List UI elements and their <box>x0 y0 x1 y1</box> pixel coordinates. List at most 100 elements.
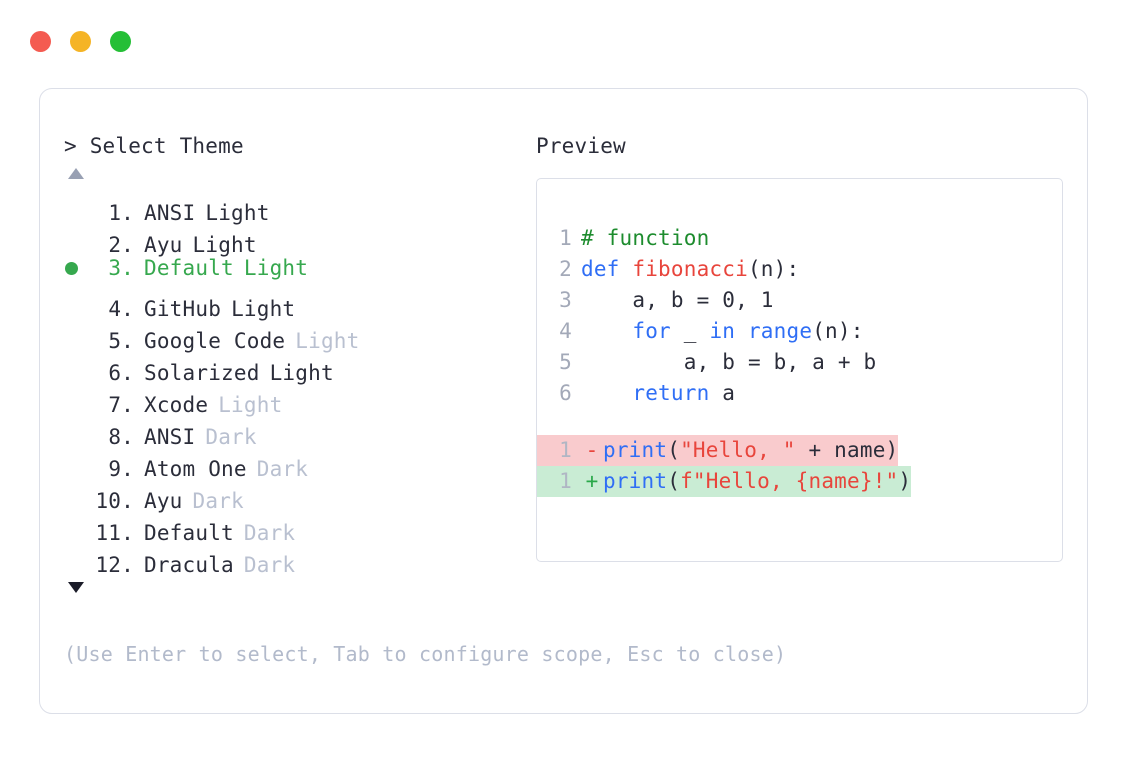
selection-bullet-cell <box>64 540 90 572</box>
code-token: (n): <box>747 257 800 281</box>
selection-bullet-cell <box>64 220 90 252</box>
keyboard-hint: (Use Enter to select, Tab to configure s… <box>64 642 787 666</box>
code-line: 4 for _ in range(n): <box>537 316 1062 347</box>
diff-block: 1-print("Hello, " + name)1 +print ( f"Hello… <box>537 435 1062 497</box>
theme-item-mode-tag: Light <box>231 297 296 321</box>
selection-bullet-cell <box>64 380 90 412</box>
code-token <box>735 319 748 343</box>
selection-bullet-cell <box>64 508 90 540</box>
theme-item-index: 2. <box>108 233 134 257</box>
scroll-down-icon[interactable] <box>68 582 84 593</box>
theme-item-index: 3. <box>108 256 134 280</box>
code-token: for <box>632 319 671 343</box>
diff-spacer <box>537 409 1062 435</box>
theme-item-index: 9. <box>108 457 134 481</box>
code-token: "Hello, " <box>680 438 796 462</box>
theme-item-index: 5. <box>108 329 134 353</box>
code-token: ( <box>667 438 681 462</box>
preview-label: Preview <box>536 134 626 158</box>
theme-item-index: 11. <box>95 521 134 545</box>
page-title: Select Theme <box>89 134 244 158</box>
code-source: a, b = b, a + b <box>581 347 876 378</box>
code-token: # function <box>581 226 710 250</box>
window-maximize-button[interactable] <box>110 31 131 52</box>
code-token: print <box>603 469 668 493</box>
code-token: _ <box>670 319 710 343</box>
code-block: 1 # function 2 def fibonacci(n): 3 a, b = 0,… <box>537 223 1062 409</box>
theme-item-index: 8. <box>108 425 134 449</box>
theme-item-name: Dracula <box>144 553 234 577</box>
window-close-button[interactable] <box>30 31 51 52</box>
line-number: 4 <box>559 319 572 343</box>
theme-item-mode-tag: Light <box>243 256 309 280</box>
window-minimize-button[interactable] <box>70 31 91 52</box>
line-number: 2 <box>559 257 572 281</box>
diff-marker: + <box>585 469 599 493</box>
code-source: for _ in range(n): <box>581 316 864 347</box>
code-token: f"Hello, {name}!" <box>680 469 899 493</box>
code-line: 1 # function <box>537 223 1062 254</box>
code-source: a, b = 0, 1 <box>581 285 774 316</box>
code-token: in <box>709 319 736 343</box>
theme-item-mode-tag: Light <box>205 201 270 225</box>
theme-item-index: 4. <box>108 297 134 321</box>
code-source: print("Hello, " + name) <box>603 435 898 466</box>
theme-item-mode-tag: Light <box>295 329 360 353</box>
code-token: fibonacci <box>632 257 748 281</box>
theme-item-index: 1. <box>108 201 134 225</box>
theme-item-name: Ayu <box>144 489 183 513</box>
line-number: 5 <box>559 350 572 374</box>
selection-bullet-cell <box>64 476 90 508</box>
code-line: 2 def fibonacci(n): <box>537 254 1062 285</box>
theme-item-index: 7. <box>108 393 134 417</box>
diff-marker: - <box>585 438 599 462</box>
code-token <box>581 319 632 343</box>
theme-item-index: 6. <box>108 361 134 385</box>
scroll-up-icon[interactable] <box>68 168 84 179</box>
code-token <box>581 381 632 405</box>
code-preview-box: 1 # function 2 def fibonacci(n): 3 a, b = 0,… <box>536 178 1063 562</box>
theme-list-item[interactable]: 4. GitHub Light <box>64 284 534 321</box>
theme-list-item[interactable]: 10. Ayu Dark <box>64 476 534 513</box>
theme-list-item[interactable]: 12. Dracula Dark <box>64 540 534 577</box>
theme-list-item[interactable]: 11. Default Dark <box>64 508 534 545</box>
selection-bullet-cell <box>64 444 90 476</box>
code-source: def fibonacci(n): <box>581 254 799 285</box>
prompt-caret-icon: > <box>64 134 77 158</box>
theme-list-item[interactable]: 5. Google Code Light <box>64 316 534 353</box>
theme-item-mode-tag: Dark <box>192 489 244 513</box>
line-number: 3 <box>559 288 572 312</box>
preview-panel: Preview 1 # function 2 def fibonacci(n): 3 a… <box>536 133 1063 562</box>
line-number: 6 <box>559 381 572 405</box>
code-line: 5 a, b = b, a + b <box>537 347 1062 378</box>
theme-list-item[interactable]: 9. Atom One Dark <box>64 444 534 481</box>
theme-item-index: 10. <box>95 489 134 513</box>
theme-item-name: Google Code <box>144 329 286 353</box>
selection-bullet-cell <box>64 284 90 316</box>
theme-item-name: GitHub <box>144 297 222 321</box>
diff-line-removed: 1-print("Hello, " + name) <box>537 435 899 466</box>
theme-item-name: Default <box>144 521 234 545</box>
prompt-title-row: > Select Theme <box>64 133 534 159</box>
line-number: 1 <box>559 438 572 462</box>
line-number: 1 <box>559 226 572 250</box>
theme-item-mode-tag: Dark <box>243 553 296 577</box>
theme-item-mode-tag: Dark <box>243 521 296 545</box>
theme-item-mode-tag: Light <box>269 361 334 385</box>
selection-bullet-cell <box>64 188 90 220</box>
selection-bullet-cell <box>64 316 90 348</box>
theme-item-index: 12. <box>95 553 134 577</box>
theme-item-mode-tag: Light <box>218 393 283 417</box>
theme-item-mode-tag: Dark <box>256 457 309 481</box>
theme-item-name: Atom One <box>144 457 247 481</box>
window-controls <box>30 31 131 52</box>
